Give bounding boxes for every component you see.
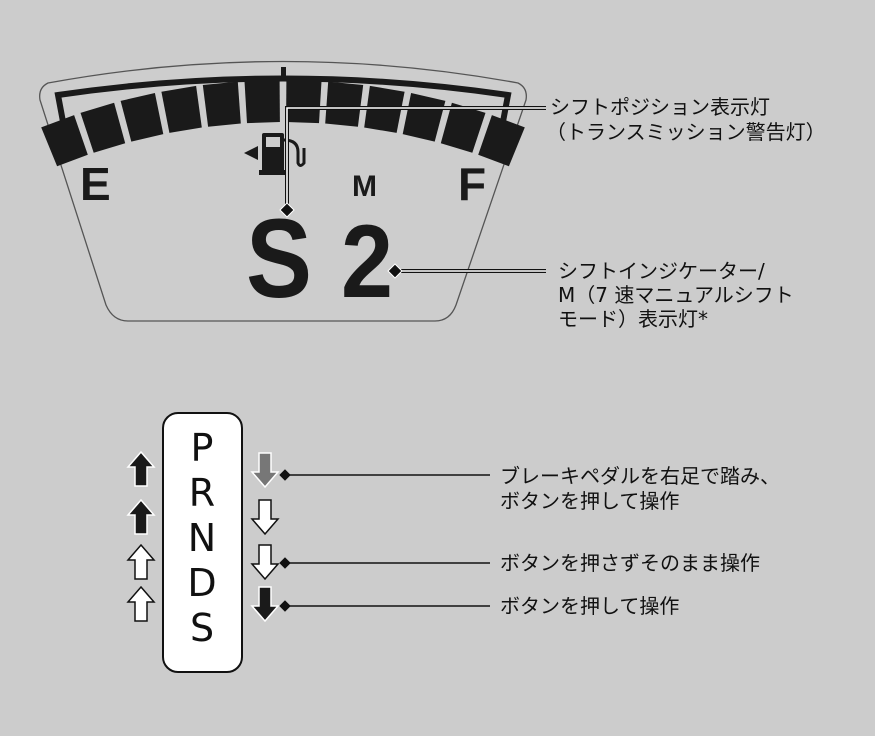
position-r: R <box>189 471 215 515</box>
fuel-segment <box>402 93 446 142</box>
fuel-segment <box>80 102 126 153</box>
up-arrow-icon <box>126 498 156 535</box>
shift-position-digit: S <box>246 196 312 321</box>
up-arrow-icon <box>126 450 156 487</box>
fuel-segment <box>161 85 202 133</box>
down-arrow-icon <box>250 452 280 489</box>
legend-no-button: ボタンを押さずそのまま操作 <box>500 551 760 575</box>
legend-leaders <box>279 469 490 612</box>
fuel-segment <box>244 80 280 124</box>
fuel-segment <box>440 102 486 153</box>
up-arrow-icon <box>126 585 156 622</box>
fuel-segment <box>325 81 364 127</box>
legend-brake-line2: ボタンを押して操作 <box>500 489 679 513</box>
leader-shift-position <box>279 106 546 218</box>
full-label: F <box>458 158 486 210</box>
position-s: S <box>190 606 214 650</box>
fuel-pump-icon <box>244 133 306 175</box>
fuel-segment <box>202 81 241 127</box>
callout-shift-position-line1: シフトポジション表示灯 <box>550 95 770 119</box>
position-n: N <box>188 516 216 560</box>
callout-shift-indicator-line1: シフトインジケーター/ <box>558 259 765 283</box>
callout-shift-indicator-line3: モード）表示灯* <box>558 307 708 331</box>
leader-shift-indicator <box>387 263 546 279</box>
gear-digit: 2 <box>341 204 393 320</box>
callout-shift-indicator-line2: M（7 速マニュアルシフト <box>558 283 794 307</box>
down-arrow-icon <box>250 586 280 623</box>
down-arrow-icon <box>250 544 280 581</box>
fuel-segment <box>120 93 164 142</box>
fuel-segment <box>478 115 525 167</box>
manual-mode-indicator: M <box>352 170 377 203</box>
shift-lever-panel <box>162 412 243 673</box>
callout-shift-position-line2: （トランスミッション警告灯） <box>546 120 826 144</box>
up-arrow-icon <box>126 543 156 580</box>
legend-brake-line1: ブレーキペダルを右足で踏み、 <box>500 464 780 488</box>
fuel-segment <box>41 115 88 167</box>
fuel-segment <box>286 80 322 124</box>
down-arrow-icon <box>250 499 280 536</box>
position-p: P <box>191 426 214 470</box>
legend-button: ボタンを押して操作 <box>500 594 679 618</box>
empty-label: E <box>80 158 111 210</box>
position-d: D <box>187 561 216 605</box>
fuel-gauge-center-tick <box>281 67 286 79</box>
fuel-gauge-segments <box>41 80 525 167</box>
